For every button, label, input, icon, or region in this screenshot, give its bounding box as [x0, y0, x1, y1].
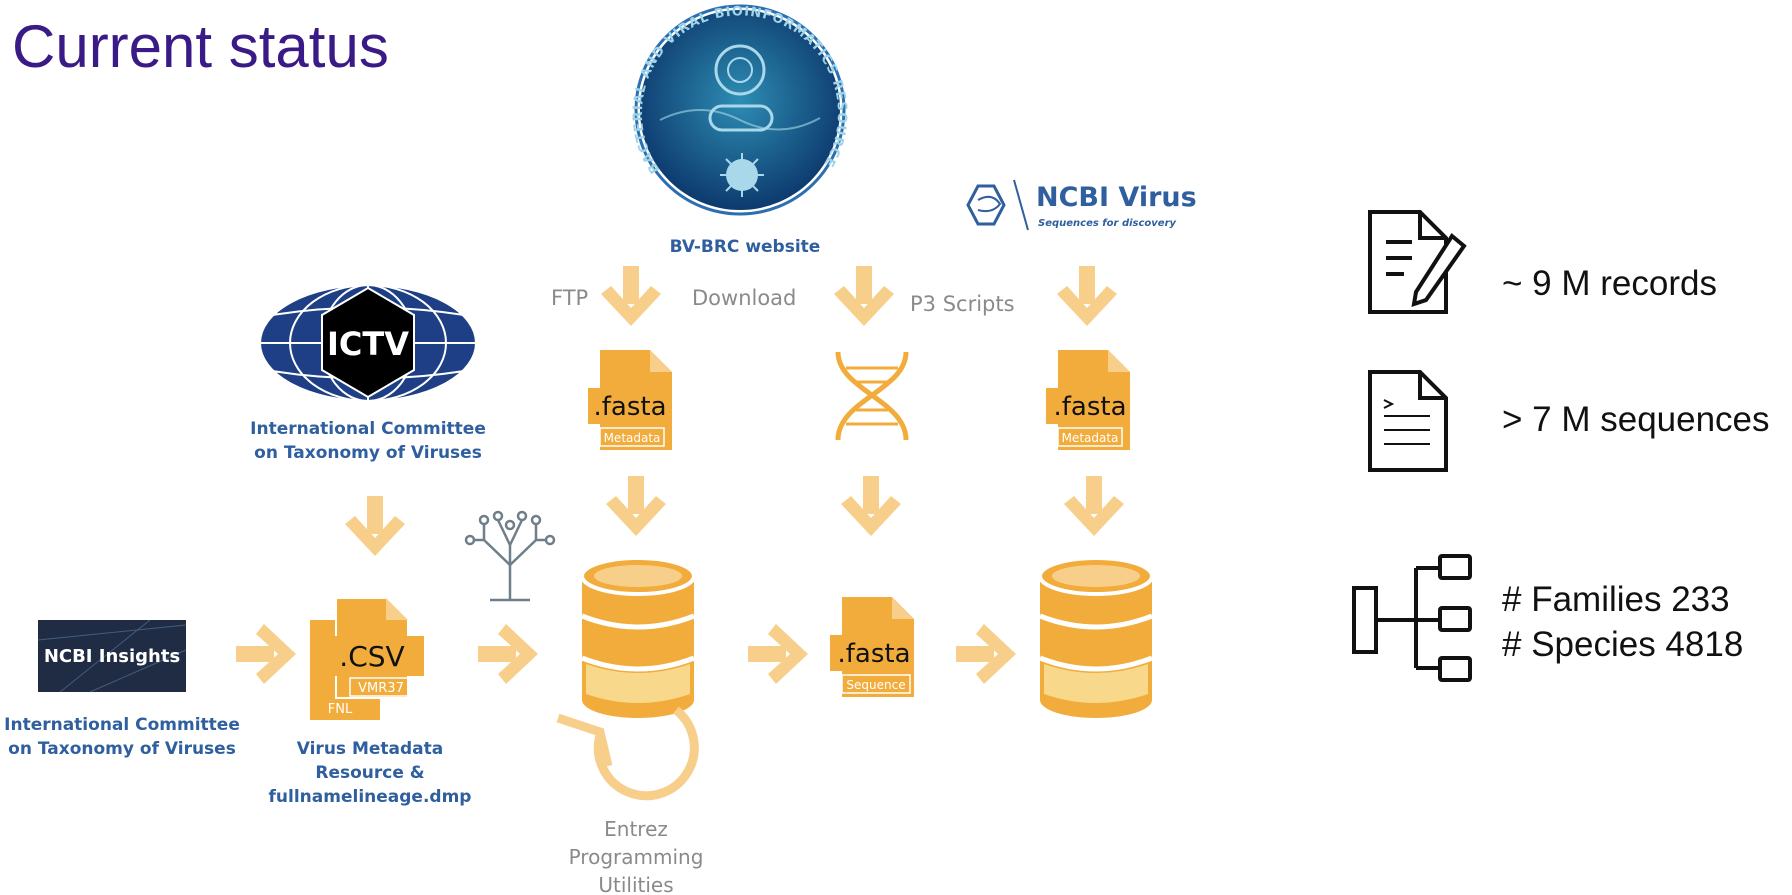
arrow-right-icon [956, 624, 1016, 684]
arrow-down-icon [1057, 266, 1117, 326]
arrow-right-icon [236, 624, 296, 684]
fasta-ext-text: .fasta [1053, 392, 1126, 422]
p3-scripts-label: P3 Scripts [910, 292, 1015, 316]
fasta-ext-text: .fasta [593, 392, 666, 422]
bvbrc-caption: BV-BRC website [670, 237, 821, 257]
fasta-sub-text: Sequence [846, 678, 905, 692]
ictv-badge-text: ICTV [327, 325, 409, 363]
sequences-stat: > 7 M sequences [1502, 400, 1770, 439]
csv-file-stack: .CSV VMR37 FNL [310, 597, 424, 720]
arrow-down-icon [601, 266, 661, 326]
records-icon [1368, 210, 1467, 314]
species-stat: # Species 4818 [1502, 625, 1744, 664]
ncbi-insights-logo: NCBI Insights [37, 619, 187, 693]
database-icon-1 [580, 556, 696, 718]
fasta-sub-text: Metadata [604, 431, 661, 445]
arrow-down-icon [1064, 476, 1124, 536]
csv-ext-text: .CSV [339, 640, 404, 673]
arrow-down-icon [606, 476, 666, 536]
database-icon-2 [1038, 556, 1154, 718]
ictv-logo: ICTV [259, 284, 477, 402]
ictv-caption-line2: on Taxonomy of Viruses [254, 443, 482, 463]
csv-sub1-text: VMR37 [358, 681, 404, 696]
ncbi-insights-badge-text: NCBI Insights [44, 646, 180, 667]
entrez-caption-line2: Programming [569, 845, 704, 869]
arrow-down-icon [834, 266, 894, 326]
arrow-right-icon [478, 624, 538, 684]
entrez-caption-line1: Entrez [604, 817, 668, 841]
virus-capsid-icon [714, 44, 766, 96]
fasta-metadata-file-1: .fasta Metadata [588, 350, 672, 450]
sequences-icon [1368, 370, 1448, 472]
families-stat: # Families 233 [1502, 580, 1730, 619]
vmr-caption-line2: Resource & [315, 763, 424, 783]
bvbrc-logo: BACTERIAL AND VIRAL BIOINFORMATICS RESOU… [0, 0, 848, 216]
vmr-caption-line3: fullnamelineage.dmp [269, 787, 472, 807]
csv-sub2-text: FNL [328, 702, 353, 717]
ncbi-virus-logo: NCBI Virus Sequences for discovery [966, 179, 1197, 231]
ncbi-virus-name: NCBI Virus [1036, 182, 1197, 213]
records-stat: ~ 9 M records [1502, 264, 1717, 303]
ncbi-insights-caption-line2: on Taxonomy of Viruses [8, 739, 236, 759]
arrow-down-icon [841, 476, 901, 536]
download-label: Download [692, 286, 796, 310]
taxonomy-tree-icon [1352, 554, 1472, 682]
arrow-right-icon [748, 624, 808, 684]
dna-icon [835, 351, 909, 441]
ncbi-virus-tagline: Sequences for discovery [1038, 218, 1177, 229]
fasta-metadata-file-2: .fasta Metadata [1046, 350, 1130, 450]
ncbi-insights-caption-line1: International Committee [4, 715, 240, 735]
fasta-sub-text: Metadata [1062, 431, 1119, 445]
ftp-label: FTP [551, 286, 588, 310]
fasta-sequence-file: .fasta Sequence [830, 597, 914, 697]
refresh-loop-icon [556, 706, 699, 801]
arrow-down-icon [345, 496, 405, 556]
fasta-ext-text: .fasta [837, 639, 910, 669]
ictv-caption-line1: International Committee [250, 419, 486, 439]
bacteria-icon [708, 104, 774, 132]
vmr-caption-line1: Virus Metadata [297, 739, 444, 759]
tree-icon [464, 510, 556, 602]
entrez-caption-line3: Utilities [598, 873, 673, 895]
page-title: Current status [12, 13, 389, 80]
